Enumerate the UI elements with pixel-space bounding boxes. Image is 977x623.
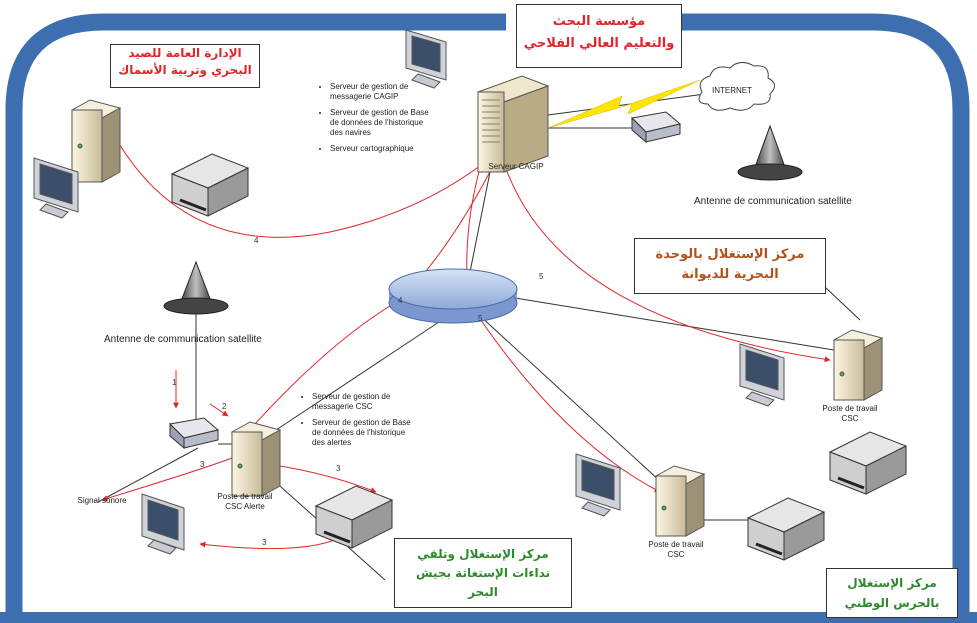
red-message-flows [101, 141, 831, 550]
csc-server-services: Serveur de gestion de messagerie CSC Ser… [300, 392, 418, 454]
monitor-right [739, 343, 785, 407]
box-navy-distress-center: مركز الإستغلال وتلقي نداءات الإستغاثة بج… [394, 538, 572, 608]
csc-service-item: Serveur de gestion de Base de données de… [312, 418, 418, 448]
label-poste-csc-alerte: Poste de travail CSC Alerte [200, 492, 290, 512]
printer-center [314, 485, 394, 549]
tower-csc-right [832, 329, 884, 401]
label-serveur-cagip: Serveur CAGIP [488, 162, 544, 171]
step-number: 4 [398, 296, 403, 305]
step-number: 5 [478, 314, 483, 323]
blue-frame-bottom [0, 612, 977, 623]
label-poste-csc-bottom: Poste de travail CSC [636, 540, 716, 560]
internet-cloud [698, 62, 775, 111]
label-antenna-left: Antenne de communication satellite [104, 334, 262, 345]
antenna-left [163, 260, 229, 315]
label-internet: INTERNET [712, 86, 752, 95]
step-number: 3 [262, 538, 267, 547]
tower-top-left [70, 99, 122, 183]
label-poste-csc-right: Poste de travail CSC [810, 404, 890, 424]
poste-bottom-line-1: Poste de travail [648, 540, 704, 549]
internet-link-lightning [547, 79, 701, 129]
research-institution-line-2: والتعليم العالي الفلاحي [523, 36, 675, 51]
customs-unit-line-1: مركز الإستغلال بالوحدة [655, 247, 805, 262]
central-service-item: Serveur cartographique [330, 144, 436, 154]
modem-top [630, 111, 682, 144]
tower-csc-bottom [654, 465, 706, 537]
blue-frame-border [5, 13, 970, 612]
label-signal-sonore: Signal sonore [77, 496, 127, 505]
step-number: 5 [539, 272, 544, 281]
monitor-top-center [405, 29, 447, 89]
poste-right-line-2: CSC [841, 414, 859, 423]
step-number: 4 [254, 236, 259, 245]
central-service-item: Serveur de gestion de messagerie CAGIP [330, 82, 436, 102]
fisheries-admin-line-2: البحري وتربية الأسماك [118, 63, 252, 77]
step-number: 3 [200, 460, 205, 469]
navy-center-line-3: البحر [468, 585, 498, 599]
monitor-left [141, 493, 185, 555]
csc-service-item: Serveur de gestion de messagerie CSC [312, 392, 418, 412]
poste-bottom-line-2: CSC [667, 550, 685, 559]
national-guard-line-1: مركز الإستغلال [847, 576, 937, 590]
step-number: 3 [336, 464, 341, 473]
modem-left [168, 417, 220, 450]
customs-unit-line-2: البحرية للديوانة [681, 267, 779, 282]
box-research-institution: مؤسسة البحث والتعليم العالي الفلاحي [516, 4, 682, 68]
monitor-bottom [575, 453, 621, 517]
fisheries-admin-line-1: الإدارة العامة للصيد [128, 46, 242, 60]
monitor-top-left [33, 157, 79, 219]
central-server-services: Serveur de gestion de messagerie CAGIP S… [318, 82, 436, 160]
step-number: 1 [172, 378, 177, 387]
antenna-top-right [737, 124, 803, 181]
navy-center-line-1: مركز الإستغلال وتلقي [417, 547, 549, 561]
printer-bottom [746, 497, 826, 561]
box-customs-maritime-unit: مركز الإستغلال بالوحدة البحرية للديوانة [634, 238, 826, 294]
central-service-item: Serveur de gestion de Base de données de… [330, 108, 436, 138]
poste-right-line-1: Poste de travail [822, 404, 878, 413]
poste-alerte-line-1: Poste de travail [217, 492, 273, 501]
printer-top-left [170, 153, 250, 217]
box-national-guard-center: مركز الإستغلال بالحرس الوطني [826, 568, 958, 618]
step-number: 2 [222, 402, 227, 411]
printer-right [828, 431, 908, 495]
research-institution-line-1: مؤسسة البحث [552, 14, 646, 29]
tower-csc-alerte [230, 421, 282, 497]
box-fisheries-administration: الإدارة العامة للصيد البحري وتربية الأسم… [110, 44, 260, 88]
poste-alerte-line-2: CSC Alerte [225, 502, 265, 511]
central-server [476, 75, 550, 173]
network-hub-disk [388, 268, 518, 324]
national-guard-line-2: بالحرس الوطني [844, 596, 940, 610]
label-antenna-top: Antenne de communication satellite [694, 196, 852, 207]
navy-center-line-2: نداءات الإستغاثة بجيش [415, 566, 551, 580]
